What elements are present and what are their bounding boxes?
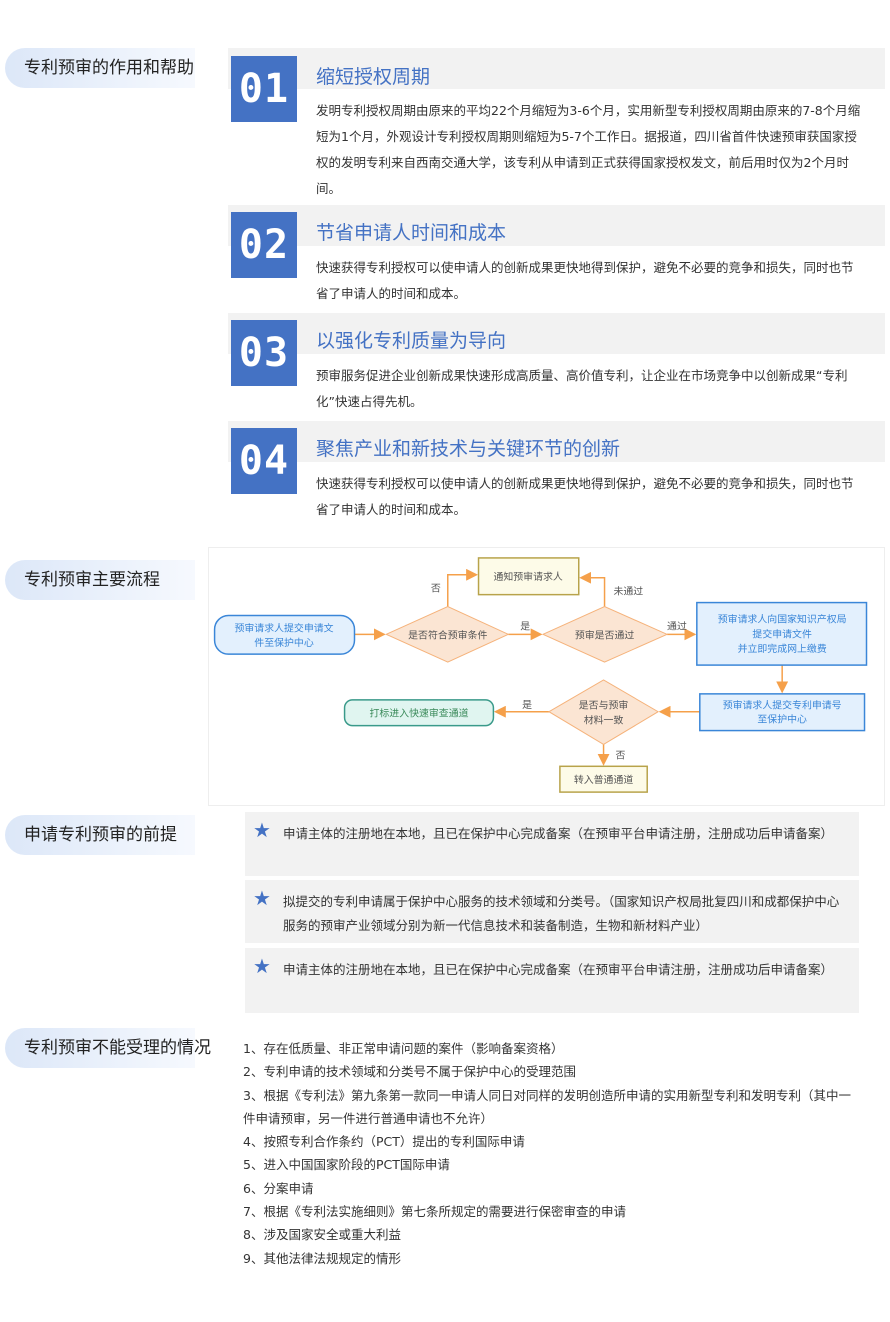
decision-passed-text: 预审是否通过 <box>575 628 635 641</box>
prereq-item: ★ 拟提交的专利申请属于保护中心服务的技术领域和分类号。（国家知识产权局批复四川和… <box>245 880 859 943</box>
normal-track-node <box>559 765 648 793</box>
list-item: 3、根据《专利法》第九条第一款同一申请人同日对同样的发明创造所申请的实用新型专利… <box>243 1087 851 1126</box>
decision-consistent <box>548 679 660 746</box>
submit-cnipa-text-2: 提交申请文件 <box>752 627 812 640</box>
start-node <box>213 614 356 655</box>
list-item: 7、根据《专利法实施细则》第七条所规定的需要进行保密审查的申请 <box>243 1204 626 1220</box>
card-header-bar <box>228 421 885 462</box>
card-title: 以强化专利质量为导向 <box>316 330 507 352</box>
card-body: 快速获得专利授权可以使申请人的创新成果更快地得到保护，避免不必要的竞争和损失，同… <box>316 260 854 301</box>
label-yes: 是 <box>522 699 532 711</box>
label-pass: 通过 <box>667 619 687 632</box>
section-label-process: 专利预审主要流程 <box>5 560 195 600</box>
flow-arrows <box>354 568 789 766</box>
star-icon: ★ <box>253 886 271 910</box>
notify-node <box>477 557 580 596</box>
card-body: 快速获得专利授权可以使申请人的创新成果更快地得到保护，避免不必要的竞争和损失，同… <box>316 476 854 517</box>
section-label-prereq: 申请专利预审的前提 <box>5 815 195 855</box>
star-icon: ★ <box>253 818 271 842</box>
decision-consistent-text-2: 材料一致 <box>584 714 624 727</box>
card-title: 节省申请人时间和成本 <box>316 222 507 244</box>
label-yes: 是 <box>520 620 530 632</box>
reject-list: 1、存在低质量、非正常申请问题的案件（影响备案资格） 2、专利申请的技术领域和分… <box>243 1037 863 1270</box>
submit-number-text-1: 预审请求人提交专利申请号 <box>723 699 842 712</box>
list-item: 9、其他法律法规规定的情形 <box>243 1250 401 1266</box>
decision-eligible <box>385 605 510 663</box>
submit-cnipa-text-1: 预审请求人向国家知识产权局 <box>718 612 847 625</box>
decision-passed <box>541 606 669 663</box>
card-number: 01 <box>231 56 297 122</box>
list-item: 8、涉及国家安全或重大利益 <box>243 1227 401 1243</box>
list-item: 5、进入中国国家阶段的PCT国际申请 <box>243 1157 450 1173</box>
submit-cnipa-node <box>696 601 868 666</box>
start-text-2: 件至保护中心 <box>254 636 314 649</box>
fast-track-node <box>343 699 495 727</box>
list-item: 4、按照专利合作条约（PCT）提出的专利国际申请 <box>243 1134 525 1150</box>
prereq-item: ★ 申请主体的注册地在本地，且已在保护中心完成备案（在预审平台申请注册，注册成功后… <box>245 948 859 1013</box>
decision-consistent-text-1: 是否与预审 <box>579 699 629 712</box>
list-item: 2、专利申请的技术领域和分类号不属于保护中心的受理范围 <box>243 1064 576 1080</box>
prereq-text: 拟提交的专利申请属于保护中心服务的技术领域和分类号。（国家知识产权局批复四川和成… <box>283 894 840 933</box>
fast-track-text: 打标进入快速审查通道 <box>369 707 468 720</box>
card-body: 预审服务促进企业创新成果快速形成高质量、高价值专利，让企业在市场竞争中以创新成果… <box>316 368 848 409</box>
normal-track-text: 转入普通通道 <box>574 773 634 786</box>
prereq-text: 申请主体的注册地在本地，且已在保护中心完成备案（在预审平台申请注册，注册成功后申… <box>283 826 834 841</box>
submit-number-text-2: 至保护中心 <box>757 713 807 726</box>
card-title: 缩短授权周期 <box>316 66 431 88</box>
section-label-role: 专利预审的作用和帮助 <box>5 48 195 88</box>
process-flowchart: 预审请求人提交申请文 件至保护中心 是否符合预审条件 预审是否通过 通知预审请求… <box>208 547 885 806</box>
prereq-text: 申请主体的注册地在本地，且已在保护中心完成备案（在预审平台申请注册，注册成功后申… <box>283 962 834 977</box>
decision-eligible-text: 是否符合预审条件 <box>408 628 487 641</box>
card-header-bar <box>228 48 885 89</box>
card-number: 02 <box>231 212 297 278</box>
card-number: 03 <box>231 320 297 386</box>
card-header-bar <box>228 205 885 246</box>
card-header-bar <box>228 313 885 354</box>
section-label-reject: 专利预审不能受理的情况 <box>5 1028 211 1068</box>
submit-cnipa-text-3: 并立即完成网上缴费 <box>738 642 827 655</box>
label-no: 否 <box>615 749 625 761</box>
label-fail: 未通过 <box>613 585 643 598</box>
list-item: 1、存在低质量、非正常申请问题的案件（影响备案资格） <box>243 1041 564 1056</box>
star-icon: ★ <box>253 954 271 978</box>
label-no: 否 <box>431 583 441 595</box>
start-text-1: 预审请求人提交申请文 <box>235 621 334 634</box>
notify-text: 通知预审请求人 <box>493 570 562 583</box>
submit-number-node <box>699 693 866 732</box>
card-title: 聚焦产业和新技术与关键环节的创新 <box>316 438 621 460</box>
card-body: 发明专利授权周期由原来的平均22个月缩短为3-6个月，实用新型专利授权周期由原来… <box>316 103 861 196</box>
card-number: 04 <box>231 428 297 494</box>
list-item: 6、分案申请 <box>243 1180 314 1196</box>
prereq-item: ★ 申请主体的注册地在本地，且已在保护中心完成备案（在预审平台申请注册，注册成功后… <box>245 812 859 876</box>
